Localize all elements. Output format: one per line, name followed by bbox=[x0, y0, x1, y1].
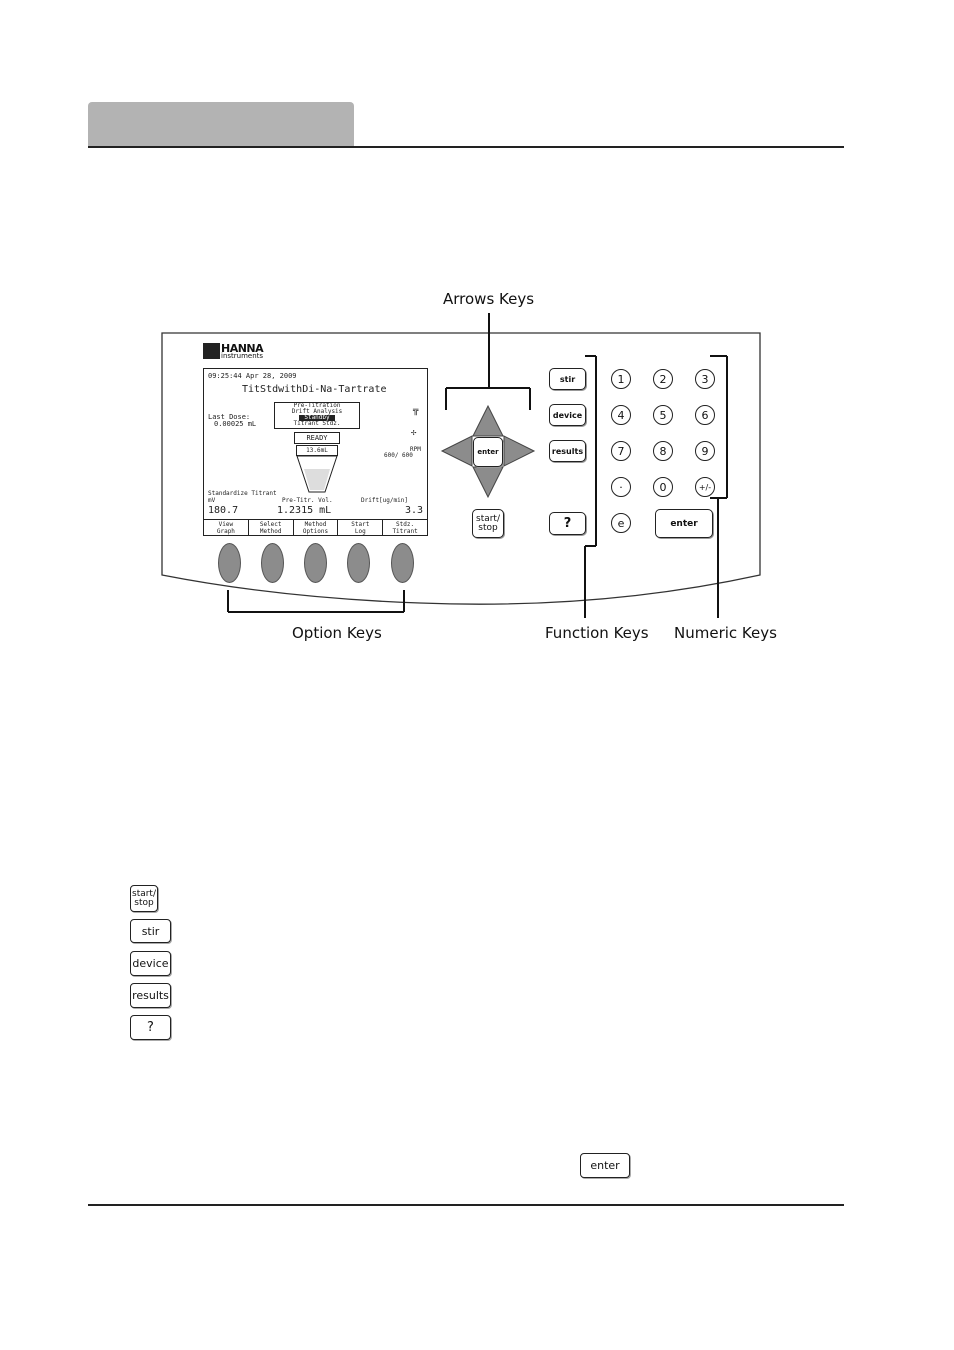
device-key[interactable]: device bbox=[549, 404, 586, 426]
arrows-keys-label: Arrows Keys bbox=[443, 290, 535, 308]
numeric-key-8[interactable]: 8 bbox=[653, 441, 673, 461]
lcd-burette-icon bbox=[296, 455, 338, 493]
lcd-col2-value: 1.2315 mL bbox=[277, 505, 332, 516]
legend-help-key: ? bbox=[130, 1015, 171, 1040]
brand-sub: instruments bbox=[221, 352, 264, 360]
results-key[interactable]: results bbox=[549, 440, 586, 462]
numeric-key-dot[interactable]: · bbox=[611, 477, 631, 497]
start-stop-line2: stop bbox=[478, 522, 498, 533]
option-key-3[interactable] bbox=[304, 543, 327, 583]
lcd-box-line2: Drift Analysis bbox=[291, 408, 343, 415]
arrow-enter-key[interactable]: enter bbox=[473, 437, 503, 467]
arrow-left-icon[interactable] bbox=[440, 435, 473, 467]
legend-enter-key: enter bbox=[580, 1153, 630, 1178]
option-key-4[interactable] bbox=[347, 543, 370, 583]
numeric-keys-label: Numeric Keys bbox=[674, 624, 777, 642]
arrow-right-icon[interactable] bbox=[503, 435, 536, 467]
brand-name: HANNA bbox=[221, 342, 264, 355]
lcd-box-line4: Titrant Stdz. bbox=[293, 420, 341, 427]
numeric-key-1[interactable]: 1 bbox=[611, 369, 631, 389]
numeric-key-3[interactable]: 3 bbox=[695, 369, 715, 389]
lcd-electrode-icon: ╦ bbox=[413, 406, 419, 416]
arrow-down-icon[interactable] bbox=[472, 466, 504, 499]
lcd-datetime: 09:25:44 Apr 28, 2009 bbox=[208, 372, 297, 380]
numeric-key-0[interactable]: 0 bbox=[653, 477, 673, 497]
start-stop-line1: start/ bbox=[476, 513, 500, 524]
lcd-box-line3: Standby bbox=[299, 415, 335, 421]
numeric-key-7[interactable]: 7 bbox=[611, 441, 631, 461]
numeric-key-4[interactable]: 4 bbox=[611, 405, 631, 425]
numeric-key-6[interactable]: 6 bbox=[695, 405, 715, 425]
lcd-rpm-label: RPM bbox=[410, 446, 421, 453]
lcd-rpm-value: 600/ 600 bbox=[384, 452, 413, 459]
lcd-screen: 09:25:44 Apr 28, 2009 TitStdwithDi-Na-Ta… bbox=[203, 368, 428, 536]
lcd-mode: Standardize Titrant bbox=[208, 490, 277, 497]
footer-rule bbox=[88, 1204, 844, 1206]
legend-start-stop-key: start/ stop bbox=[130, 885, 158, 912]
lcd-box-line1: Pre-Titration bbox=[293, 402, 341, 409]
legend-stir-key: stir bbox=[130, 919, 171, 943]
start-stop-key[interactable]: start/ stop bbox=[472, 509, 504, 538]
function-keys-label: Function Keys bbox=[545, 624, 649, 642]
option-key-5[interactable] bbox=[391, 543, 414, 583]
numeric-key-2[interactable]: 2 bbox=[653, 369, 673, 389]
section-header-tab bbox=[88, 102, 354, 146]
lcd-method-name: TitStdwithDi-Na-Tartrate bbox=[242, 384, 387, 395]
lcd-last-dose-label: Last Dose: bbox=[208, 413, 251, 421]
lcd-menu-stdz-titrant: Stdz.Titrant bbox=[392, 521, 418, 535]
option-keys-label: Option Keys bbox=[292, 624, 382, 642]
brand-logo-mark bbox=[203, 343, 220, 359]
numeric-enter-key[interactable]: enter bbox=[655, 509, 713, 538]
help-key[interactable]: ? bbox=[549, 512, 586, 535]
legend-start-stop-line1: start/ bbox=[132, 888, 156, 899]
header-rule bbox=[88, 146, 844, 148]
numeric-key-plus-minus[interactable]: +/- bbox=[695, 477, 715, 497]
arrow-up-icon[interactable] bbox=[472, 404, 504, 437]
lcd-status-box: Pre-Titration Drift Analysis Standby Tit… bbox=[274, 402, 360, 429]
numeric-key-e[interactable]: e bbox=[611, 513, 631, 533]
lcd-col1-value: 180.7 bbox=[208, 505, 239, 516]
numeric-key-5[interactable]: 5 bbox=[653, 405, 673, 425]
lcd-col3-value: 3.3 bbox=[405, 505, 424, 516]
option-key-1[interactable] bbox=[218, 543, 241, 583]
lcd-last-dose-value: 0.00025 mL bbox=[214, 420, 257, 428]
option-key-2[interactable] bbox=[261, 543, 284, 583]
numeric-key-9[interactable]: 9 bbox=[695, 441, 715, 461]
lcd-col2-label: Pre-Titr. Vol. bbox=[282, 497, 333, 504]
legend-start-stop-line2: stop bbox=[134, 897, 154, 908]
lcd-col1-label: mV bbox=[208, 497, 216, 504]
legend-results-key: results bbox=[130, 983, 171, 1008]
lcd-stirrer-icon: ✢ bbox=[411, 428, 417, 438]
stir-key[interactable]: stir bbox=[549, 368, 586, 390]
lcd-col3-label: Drift[ug/min] bbox=[361, 497, 408, 504]
legend-device-key: device bbox=[130, 951, 171, 976]
lcd-ready: READY bbox=[294, 432, 340, 444]
